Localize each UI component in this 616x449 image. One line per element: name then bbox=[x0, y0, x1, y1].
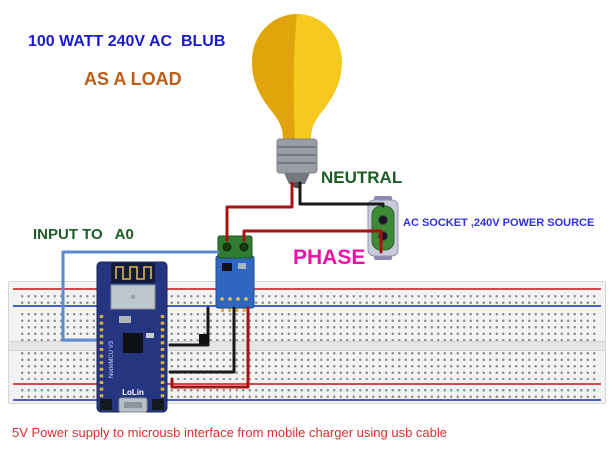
shield-dimple bbox=[131, 295, 135, 299]
smd-component bbox=[146, 333, 154, 338]
light-bulb bbox=[252, 14, 342, 189]
wire-black-ground-2 bbox=[168, 306, 236, 374]
socket-face bbox=[371, 205, 395, 251]
load-label-line1: 100 WATT 240V AC BLUB bbox=[28, 33, 226, 50]
breadboard-rail-red-top bbox=[13, 288, 601, 290]
usb-serial-chip bbox=[123, 333, 143, 353]
nodemcu-board: NodeMCU V3 LoLin bbox=[96, 261, 168, 413]
screw-terminal bbox=[217, 235, 253, 259]
screw-ridges bbox=[278, 146, 316, 164]
board-brand-text: LoLin bbox=[122, 388, 144, 397]
flash-button bbox=[100, 399, 112, 410]
terminal-screw-right bbox=[239, 242, 249, 252]
base-nub bbox=[284, 173, 310, 184]
micro-usb-slot bbox=[124, 402, 142, 408]
wire-junction bbox=[199, 334, 209, 344]
neutral-label: NEUTRAL bbox=[321, 168, 403, 187]
wire-red-bulb-to-module bbox=[225, 181, 294, 242]
load-label-line2: AS A LOAD bbox=[84, 69, 182, 89]
wire-red-power bbox=[170, 306, 250, 389]
module-smd bbox=[238, 263, 246, 269]
esp-antenna-area bbox=[111, 263, 155, 283]
breadboard-rail-red-bottom bbox=[13, 383, 601, 385]
wire-black-ground-1 bbox=[168, 306, 210, 347]
footer-note: 5V Power supply to microusb interface fr… bbox=[12, 425, 447, 440]
module-pad bbox=[236, 297, 240, 301]
breadboard-rail-blue-bottom bbox=[13, 399, 601, 401]
wire-blue-a0-signal bbox=[61, 250, 220, 342]
module-pad bbox=[244, 297, 248, 301]
oscillator bbox=[119, 316, 131, 323]
breadboard-rail-blue-top bbox=[13, 305, 601, 307]
sensor-module bbox=[215, 235, 255, 312]
board-model-text: NodeMCU V3 bbox=[109, 340, 115, 378]
wire-red-phase-to-socket bbox=[242, 229, 383, 254]
reset-button bbox=[152, 399, 164, 410]
ac-socket bbox=[367, 196, 399, 260]
input-a0-label: INPUT TO A0 bbox=[33, 226, 134, 243]
module-pad bbox=[228, 297, 232, 301]
terminal-screw-left bbox=[222, 242, 232, 252]
phase-label: PHASE bbox=[293, 246, 366, 269]
socket-hole-top bbox=[378, 215, 388, 225]
wire-black-neutral bbox=[298, 181, 385, 208]
wires bbox=[61, 181, 385, 389]
bulb-glass-shade bbox=[252, 14, 297, 140]
module-chip bbox=[222, 263, 232, 271]
module-pad bbox=[220, 297, 224, 301]
ac-socket-label: AC SOCKET ,240V POWER SOURCE bbox=[403, 217, 595, 229]
antenna-trace bbox=[115, 266, 152, 280]
